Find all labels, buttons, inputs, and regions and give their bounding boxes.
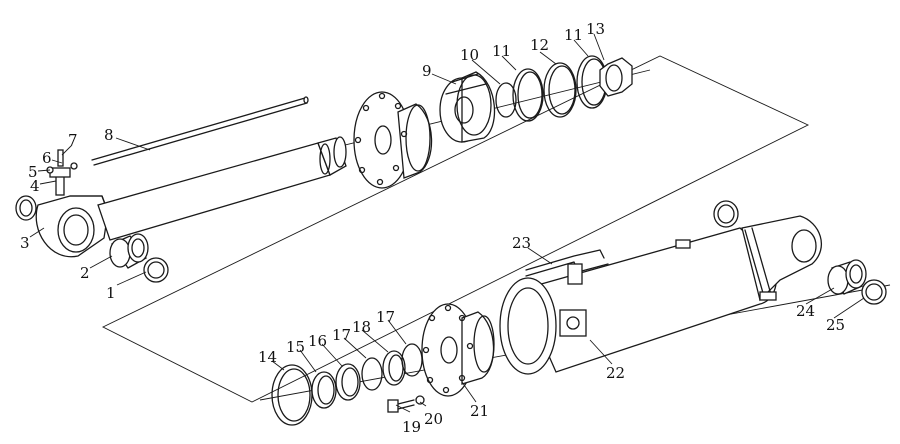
part-14-ring	[271, 364, 313, 426]
callout-9: 9	[422, 62, 432, 80]
callout-6: 6	[42, 149, 52, 167]
callout-22: 22	[606, 364, 625, 382]
callout-12: 12	[530, 36, 549, 54]
cylinder-barrel-assembly	[271, 200, 887, 426]
callout-11b: 11	[564, 26, 583, 44]
callout-3: 3	[20, 234, 30, 252]
callout-17a: 17	[332, 326, 351, 344]
part-11a-ring	[512, 68, 544, 122]
callout-18: 18	[352, 318, 371, 336]
part-13-nut	[599, 57, 633, 97]
part-19-bolt	[387, 399, 415, 413]
part-8-rod	[91, 96, 309, 166]
piston-rod-assembly	[15, 55, 633, 283]
callout-24: 24	[796, 302, 815, 320]
part-2-bushing	[109, 233, 149, 269]
part-17a-ring	[361, 357, 383, 391]
rod-eye-ring	[15, 195, 37, 221]
callout-4: 4	[30, 177, 40, 195]
callout-14: 14	[258, 348, 277, 366]
part-3-rod-eye	[35, 195, 109, 258]
part-4-7-fitting	[46, 149, 78, 196]
part-24-bushing	[827, 259, 867, 295]
callout-5: 5	[28, 163, 38, 181]
callout-2: 2	[80, 264, 90, 282]
callout-16: 16	[308, 332, 327, 350]
part-25-ring	[861, 279, 887, 305]
callout-25: 25	[826, 316, 845, 334]
gland-flange	[353, 91, 433, 189]
part-15-ring	[311, 371, 337, 409]
callout-21: 21	[470, 402, 489, 420]
part-22-barrel	[499, 215, 822, 375]
callout-20: 20	[424, 410, 443, 428]
part-20-washer	[415, 395, 425, 405]
callout-8: 8	[104, 126, 114, 144]
part-16-ring	[335, 363, 361, 401]
callout-13: 13	[586, 20, 605, 38]
part-10-ring	[495, 82, 517, 118]
callouts: 1 2 3 4 5 6 7 8 9 10 11 12 11 13 14 15 1…	[20, 20, 845, 436]
piston-rod-body	[97, 136, 347, 241]
assembly-plane	[101, 55, 810, 403]
callout-17b: 17	[376, 308, 395, 326]
part-9-piston	[439, 71, 496, 143]
callout-10: 10	[460, 46, 479, 64]
part-18-ring	[382, 350, 406, 386]
part-17b-ring	[401, 343, 423, 377]
part-21-flange	[421, 303, 495, 397]
callout-15: 15	[286, 338, 305, 356]
callout-1: 1	[106, 284, 116, 302]
barrel-end-ring	[713, 200, 739, 228]
callout-11a: 11	[492, 42, 511, 60]
leader-lines	[29, 33, 865, 413]
part-12-ring	[543, 62, 577, 118]
part-1-ring	[143, 257, 169, 283]
callout-23: 23	[512, 234, 531, 252]
callout-19: 19	[402, 418, 421, 436]
callout-7: 7	[68, 131, 78, 149]
